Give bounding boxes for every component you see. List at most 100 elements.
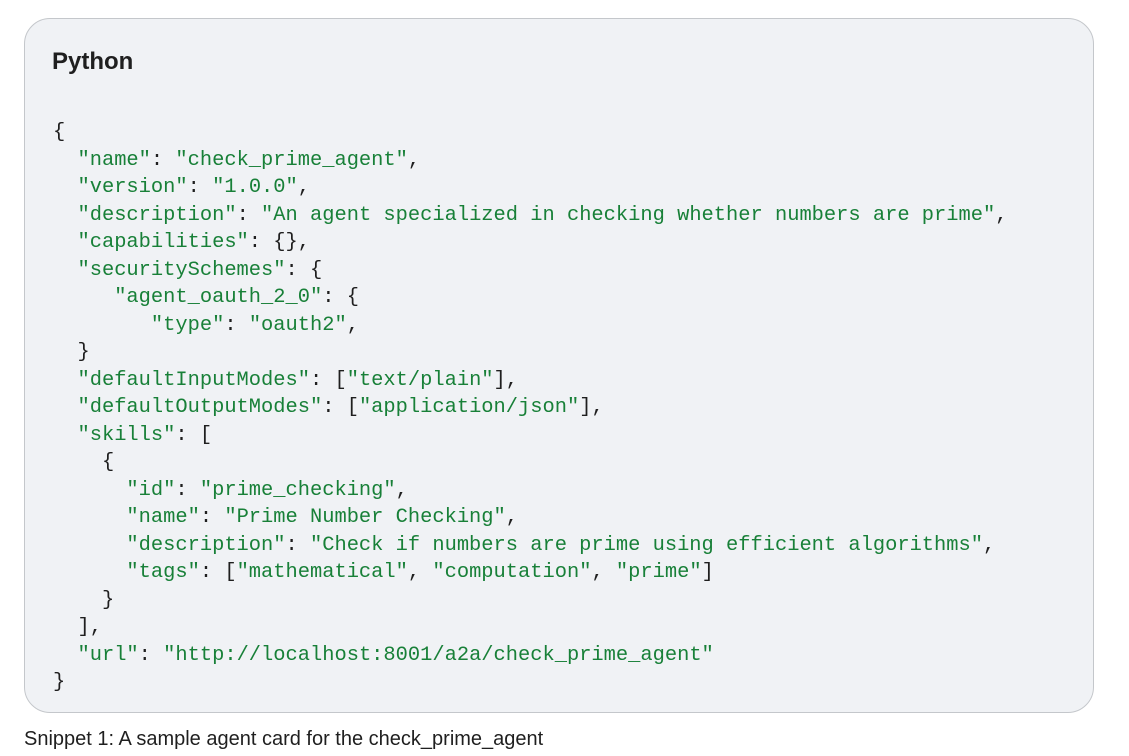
code-string-token: "defaultInputModes" <box>77 368 310 392</box>
code-punctuation-token: ] <box>701 561 714 584</box>
code-punctuation-token: : <box>175 478 200 502</box>
code-string-token: "id" <box>126 478 176 502</box>
code-indent <box>53 231 77 254</box>
code-line: } <box>53 587 1007 615</box>
code-language-label: Python <box>52 48 134 75</box>
code-punctuation-token: : { <box>322 286 359 309</box>
code-line: "description": "Check if numbers are pri… <box>53 532 1007 560</box>
code-string-token: "capabilities" <box>77 231 249 254</box>
code-line: "name": "Prime Number Checking", <box>53 504 1007 532</box>
code-punctuation-token: : <box>138 643 164 667</box>
code-line: "version": "1.0.0", <box>53 174 1007 202</box>
code-punctuation-token: , <box>297 176 311 199</box>
code-string-token: "type" <box>150 313 225 337</box>
code-indent <box>53 589 102 612</box>
code-punctuation-token: : [ <box>322 396 359 419</box>
code-block[interactable]: { "name": "check_prime_agent", "version"… <box>53 119 1007 697</box>
code-indent <box>53 616 77 639</box>
code-string-token: "skills" <box>77 423 176 447</box>
code-line: "type": "oauth2", <box>53 312 1007 340</box>
code-string-token: "oauth2" <box>248 313 347 337</box>
code-string-token: "1.0.0" <box>212 176 298 199</box>
code-line: { <box>53 449 1007 477</box>
code-line: } <box>53 669 1007 697</box>
code-punctuation-token: , <box>995 203 1008 227</box>
code-string-token: "agent_oauth_2_0" <box>114 286 323 309</box>
code-indent <box>53 534 126 557</box>
code-line: "agent_oauth_2_0": { <box>53 284 1007 312</box>
code-punctuation-token: : <box>187 176 213 199</box>
code-string-token: "defaultOutputModes" <box>77 396 323 419</box>
code-string-token: "text/plain" <box>346 368 494 392</box>
code-indent <box>53 149 77 172</box>
code-line: "defaultOutputModes": ["application/json… <box>53 394 1007 422</box>
code-string-token: "mathematical" <box>236 561 408 584</box>
code-string-token: "tags" <box>126 561 200 584</box>
code-punctuation-token: , <box>346 313 359 337</box>
code-punctuation-token: , <box>505 506 519 529</box>
code-indent <box>53 176 77 199</box>
code-indent <box>53 451 102 474</box>
code-punctuation-token: : <box>224 313 249 337</box>
code-line: "tags": ["mathematical", "computation", … <box>53 559 1007 587</box>
code-string-token: "securitySchemes" <box>77 258 286 282</box>
code-string-token: "computation" <box>432 561 592 584</box>
code-string-token: "description" <box>126 533 286 557</box>
code-punctuation-token: , <box>407 561 433 584</box>
code-punctuation-token: ], <box>493 368 519 392</box>
code-indent <box>53 479 126 502</box>
code-string-token: "http://localhost:8001/a2a/check_prime_a… <box>163 643 714 667</box>
code-punctuation-token: ], <box>579 396 604 419</box>
code-punctuation-token: : <box>199 506 225 529</box>
code-punctuation-token: : <box>236 203 262 227</box>
code-punctuation-token: , <box>591 561 616 584</box>
code-punctuation-token: : [ <box>199 561 237 584</box>
code-indent <box>53 561 126 584</box>
code-punctuation-token: : {}, <box>248 231 310 254</box>
code-line: "name": "check_prime_agent", <box>53 147 1007 175</box>
code-punctuation-token: , <box>395 478 408 502</box>
code-string-token: "application/json" <box>358 396 580 419</box>
code-indent <box>53 506 126 529</box>
code-string-token: "prime" <box>615 561 702 584</box>
code-line: "url": "http://localhost:8001/a2a/check_… <box>53 642 1007 670</box>
code-indent <box>53 424 77 447</box>
code-punctuation-token: : <box>285 533 310 557</box>
code-indent <box>53 286 114 309</box>
code-line: "skills": [ <box>53 422 1007 450</box>
code-string-token: "Prime Number Checking" <box>224 506 506 529</box>
code-string-token: "description" <box>77 203 237 227</box>
code-line: "description": "An agent specialized in … <box>53 202 1007 230</box>
code-punctuation-token: : [ <box>175 423 213 447</box>
code-punctuation-token: , <box>407 148 421 172</box>
code-punctuation-token: : [ <box>309 368 347 392</box>
code-indent <box>53 644 77 667</box>
code-line: { <box>53 119 1007 147</box>
code-indent <box>53 259 77 282</box>
code-indent <box>53 314 151 337</box>
code-punctuation-token: } <box>101 588 115 612</box>
code-string-token: "name" <box>77 148 151 172</box>
code-punctuation-token: , <box>983 533 996 557</box>
code-punctuation-token: { <box>101 451 115 474</box>
code-punctuation-token: : <box>150 148 176 172</box>
code-indent <box>53 369 77 392</box>
code-line: } <box>53 339 1007 367</box>
code-string-token: "url" <box>77 643 139 667</box>
code-punctuation-token: ], <box>77 616 102 639</box>
code-string-token: "version" <box>77 176 188 199</box>
code-line: ], <box>53 614 1007 642</box>
code-indent <box>53 204 77 227</box>
code-string-token: "Check if numbers are prime using effici… <box>309 533 983 557</box>
code-indent <box>53 396 77 419</box>
code-snippet-card: Python { "name": "check_prime_agent", "v… <box>24 18 1094 713</box>
code-string-token: "prime_checking" <box>199 478 396 502</box>
code-line: "securitySchemes": { <box>53 257 1007 285</box>
code-punctuation-token: } <box>53 671 66 694</box>
code-punctuation-token: { <box>53 121 66 144</box>
code-indent <box>53 341 77 364</box>
code-line: "capabilities": {}, <box>53 229 1007 257</box>
code-punctuation-token: } <box>77 341 90 364</box>
snippet-caption: Snippet 1: A sample agent card for the c… <box>24 728 544 750</box>
code-punctuation-token: : { <box>285 258 323 282</box>
